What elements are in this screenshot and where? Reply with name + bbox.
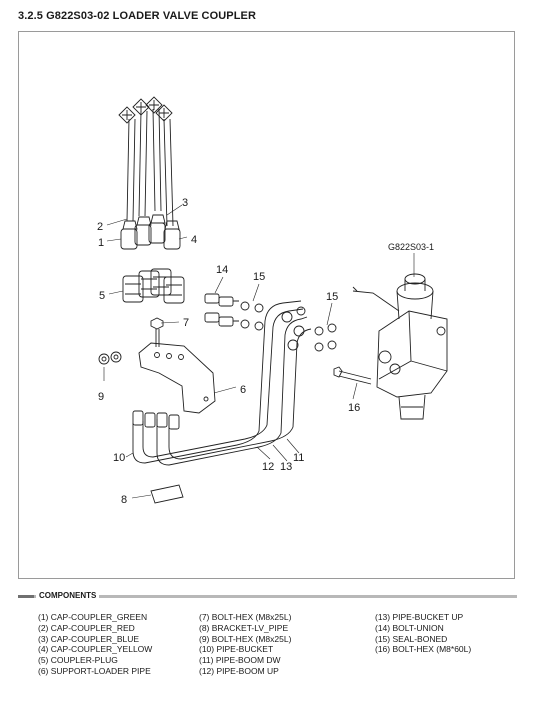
components-header: COMPONENTS <box>18 590 517 602</box>
callout-3: 3 <box>182 197 188 209</box>
pipe-bracket <box>150 484 184 504</box>
component-item: (11) PIPE-BOOM DW <box>199 655 281 666</box>
callout-9: 9 <box>98 391 104 403</box>
component-item: (14) BOLT-UNION <box>375 622 444 633</box>
component-item: (6) SUPPORT-LOADER PIPE <box>38 665 151 676</box>
component-item: (7) BOLT-HEX (M8x25L) <box>199 612 292 622</box>
coupler-plugs <box>122 268 185 304</box>
callout-10: 10 <box>113 452 125 464</box>
callout-1: 1 <box>98 237 104 249</box>
component-item: (9) BOLT-HEX (M8x25L) <box>199 633 292 644</box>
component-item: (2) CAP-COUPLER_RED <box>38 622 135 633</box>
bolts <box>98 317 372 385</box>
callout-14: 14 <box>216 264 228 276</box>
component-item: (13) PIPE-BUCKET UP <box>375 612 464 622</box>
components-divider-accent <box>18 595 34 598</box>
callout-6: 6 <box>240 384 246 396</box>
component-item: (15) SEAL-BONED <box>375 633 448 644</box>
callout-4: 4 <box>191 234 197 246</box>
seals <box>240 301 337 352</box>
component-item: (3) CAP-COUPLER_BLUE <box>38 633 140 644</box>
callout-16: 16 <box>348 402 360 414</box>
loader-valve <box>352 273 448 420</box>
component-item: (5) COUPLER-PLUG <box>38 655 118 666</box>
valve-label: G822S03-1 <box>388 242 434 252</box>
components-title: COMPONENTS <box>36 590 100 602</box>
cap-couplers <box>118 96 181 250</box>
components-column-2: (7) BOLT-HEX (M8x25L) (8) BRACKET-LV_PIP… <box>199 612 291 677</box>
leader-lines <box>103 204 415 499</box>
exploded-diagram: 2 3 1 4 5 7 6 9 10 8 14 15 15 12 13 11 1… <box>18 31 515 579</box>
component-item: (4) CAP-COUPLER_YELLOW <box>38 644 153 655</box>
callout-15a: 15 <box>253 271 265 283</box>
callout-12: 12 <box>262 461 274 473</box>
callout-8: 8 <box>121 494 127 506</box>
component-item: (1) CAP-COUPLER_GREEN <box>38 612 148 622</box>
pipes <box>132 300 312 466</box>
components-column-3: (13) PIPE-BUCKET UP (14) BOLT-UNION (15)… <box>375 612 471 655</box>
callout-2: 2 <box>97 221 103 233</box>
component-item: (10) PIPE-BUCKET <box>199 644 274 655</box>
component-item: (8) BRACKET-LV_PIPE <box>199 622 289 633</box>
callout-numbers: 2 3 1 4 5 7 6 9 10 8 14 15 15 12 13 11 1… <box>97 197 434 506</box>
support-bracket <box>138 342 216 414</box>
callout-15b: 15 <box>326 291 338 303</box>
component-item: (12) PIPE-BOOM UP <box>199 665 279 676</box>
components-column-1: (1) CAP-COUPLER_GREEN (2) CAP-COUPLER_RE… <box>38 612 152 677</box>
callout-5: 5 <box>99 290 105 302</box>
union-bolts <box>204 293 239 327</box>
callout-13: 13 <box>280 461 292 473</box>
callout-7: 7 <box>183 317 189 329</box>
components-divider <box>18 595 517 598</box>
component-item: (16) BOLT-HEX (M8*60L) <box>375 644 472 655</box>
page-title: 3.2.5 G822S03-02 LOADER VALVE COUPLER <box>18 10 257 22</box>
callout-11: 11 <box>293 452 304 464</box>
